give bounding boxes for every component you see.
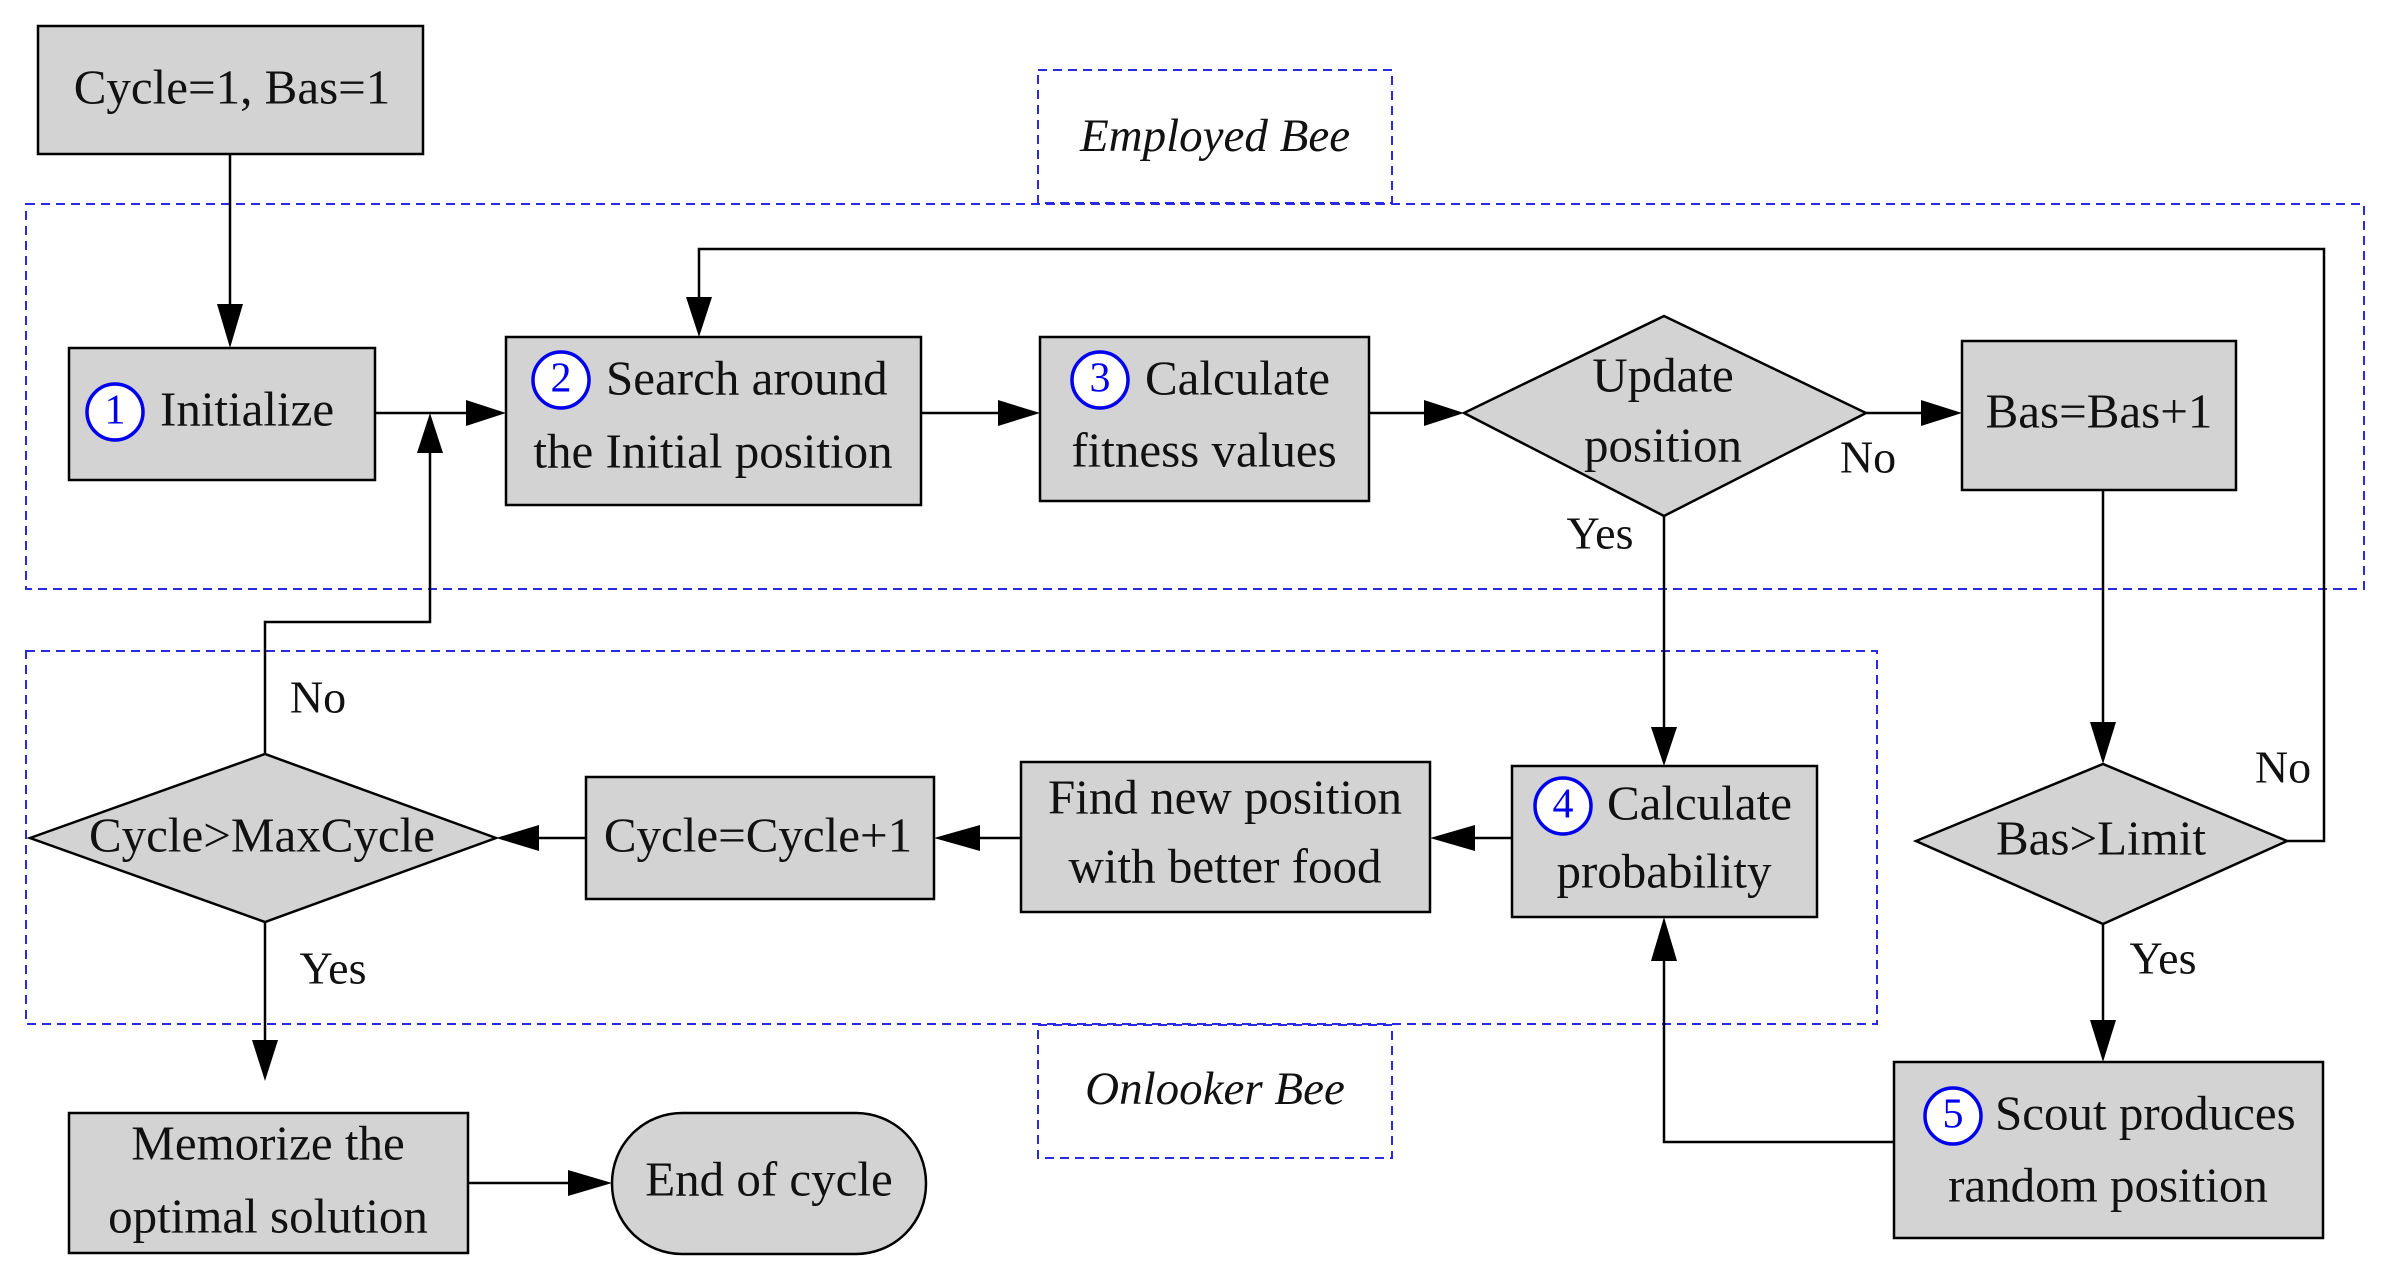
bas-increment-text: Bas=Bas+1 xyxy=(1986,383,2213,438)
edge-cyclemax-no-loop xyxy=(263,453,432,754)
bas-limit-decision: Bas>Limit xyxy=(1912,762,2291,926)
arrowhead-scout-in xyxy=(2090,1020,2116,1062)
edge-limit-no-loop xyxy=(697,247,2326,843)
cycle-no-label: No xyxy=(290,672,346,723)
update-decision-line2: position xyxy=(1584,417,1742,472)
scout-node-line2: random position xyxy=(1948,1157,2268,1212)
find-new-line1: Find new position xyxy=(1048,769,1402,824)
step-3-badge: 3 xyxy=(1070,350,1130,410)
edge-scout-to-probability xyxy=(1662,961,1894,1144)
end-node: End of cycle xyxy=(610,1111,928,1256)
arrowhead-search-in xyxy=(466,400,506,426)
limit-yes-label: Yes xyxy=(2130,933,2197,984)
arrowhead-loop-join xyxy=(417,413,443,453)
fitness-node: 3 Calculate fitness values xyxy=(1038,335,1371,503)
arrowhead-probability-bottom-in xyxy=(1651,917,1677,961)
employed-bee-frame xyxy=(25,203,2365,590)
employed-bee-label: Employed Bee xyxy=(1079,110,1350,162)
svg-text:4: 4 xyxy=(1553,782,1574,828)
memorize-node: Memorize the optimal solution xyxy=(67,1111,470,1255)
end-node-text: End of cycle xyxy=(645,1151,893,1206)
arrowhead-initialize-in xyxy=(217,304,243,348)
arrowhead-memorize-in xyxy=(252,1040,278,1081)
start-node: Cycle=1, Bas=1 xyxy=(36,24,425,156)
onlooker-bee-label-frame xyxy=(1037,1024,1393,1159)
arrowhead-limit-in xyxy=(2090,722,2116,764)
update-no-label: No xyxy=(1840,432,1896,483)
arrowhead-basinc-in xyxy=(1921,400,1962,426)
search-node-line2: the Initial position xyxy=(533,423,892,478)
memorize-line2: optimal solution xyxy=(108,1188,428,1243)
arrowhead-end-in xyxy=(568,1170,612,1196)
svg-text:2: 2 xyxy=(551,356,572,402)
scout-node: 5 Scout produces random position xyxy=(1892,1060,2325,1240)
arrowhead-update-in xyxy=(1424,400,1464,426)
onlooker-bee-frame xyxy=(25,650,1878,1025)
arrowhead-probability-top-in xyxy=(1651,727,1677,766)
cycle-max-text: Cycle>MaxCycle xyxy=(89,807,435,862)
step-1-badge: 1 xyxy=(85,382,145,442)
cycle-max-decision: Cycle>MaxCycle xyxy=(26,752,500,924)
svg-text:5: 5 xyxy=(1943,1092,1964,1138)
step-5-badge: 5 xyxy=(1923,1086,1983,1146)
probability-node-line1: Calculate xyxy=(1607,775,1792,830)
cycle-increment-text: Cycle=Cycle+1 xyxy=(604,807,912,862)
update-position-decision: Update position xyxy=(1461,314,1869,518)
bas-limit-text: Bas>Limit xyxy=(1996,810,2206,865)
probability-node-line2: probability xyxy=(1556,843,1772,898)
fitness-node-line2: fitness values xyxy=(1071,422,1336,477)
bas-increment-node: Bas=Bas+1 xyxy=(1960,339,2238,492)
probability-node: 4 Calculate probability xyxy=(1510,764,1819,919)
svg-text:1: 1 xyxy=(105,388,126,434)
search-node: 2 Search around the Initial position xyxy=(504,335,923,507)
arrowhead-search-top-in xyxy=(686,297,712,337)
svg-text:3: 3 xyxy=(1090,356,1111,402)
scout-node-line1: Scout produces xyxy=(1995,1085,2296,1140)
arrowhead-findnew-in xyxy=(1430,825,1475,851)
step-4-badge: 4 xyxy=(1533,776,1593,836)
find-new-position-node: Find new position with better food xyxy=(1019,760,1432,914)
cycle-increment-node: Cycle=Cycle+1 xyxy=(584,775,936,901)
step-2-badge: 2 xyxy=(531,350,591,410)
memorize-line1: Memorize the xyxy=(131,1115,404,1170)
initialize-node-text: Initialize xyxy=(160,381,334,436)
arrowhead-fitness-in xyxy=(998,400,1040,426)
arrowhead-cyclemax-in xyxy=(496,825,539,851)
search-node-line1: Search around xyxy=(606,350,888,405)
limit-no-label: No xyxy=(2255,742,2311,793)
initialize-node: 1 Initialize xyxy=(67,346,377,482)
onlooker-bee-label: Onlooker Bee xyxy=(1085,1063,1345,1115)
start-node-text: Cycle=1, Bas=1 xyxy=(74,59,391,114)
update-yes-label: Yes xyxy=(1567,508,1634,559)
fitness-node-line1: Calculate xyxy=(1145,350,1330,405)
update-decision-line1: Update xyxy=(1592,347,1734,402)
find-new-line2: with better food xyxy=(1069,838,1382,893)
arrowhead-cycleinc-in xyxy=(934,825,980,851)
cycle-yes-label: Yes xyxy=(300,943,367,994)
